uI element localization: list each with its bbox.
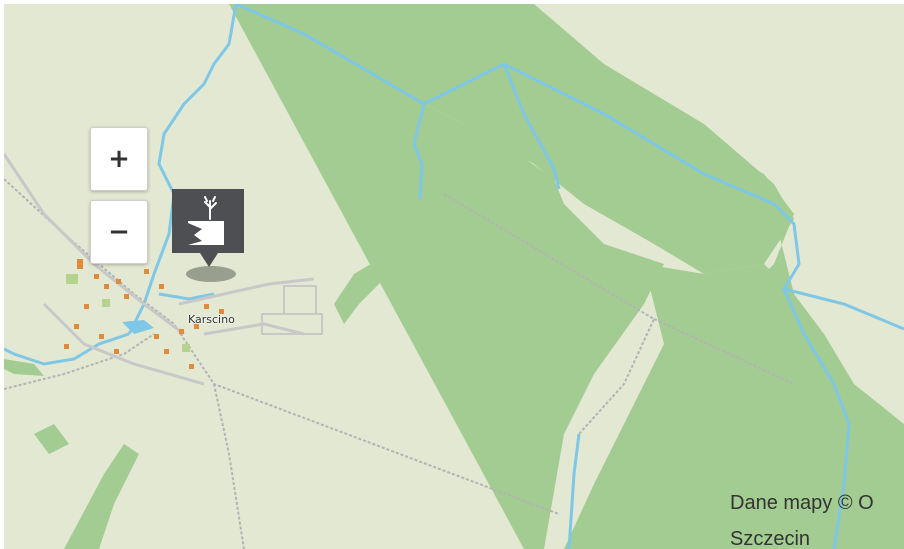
roads: [4, 153, 315, 386]
pond: [122, 320, 154, 334]
forest-patch-4: [809, 456, 842, 474]
map-attribution: Dane mapy © O Szczecin: [730, 485, 904, 549]
buildings: [64, 259, 224, 369]
forest-patch-6: [4, 359, 44, 376]
map-tiles[interactable]: [4, 4, 904, 549]
tree-route-icon: [188, 196, 224, 245]
rivers: [4, 4, 904, 549]
forest-area-east: [564, 264, 904, 549]
map-viewport[interactable]: + − Karscino Dane mapy © O Szczecin: [4, 4, 904, 549]
map-marker[interactable]: [172, 189, 244, 253]
forest-patch-2: [559, 294, 589, 319]
marker-pointer: [200, 253, 218, 267]
fields: [66, 274, 190, 352]
place-label: Karscino: [188, 313, 235, 326]
settlement-outline: [261, 285, 323, 335]
forest-patch-5: [64, 444, 139, 549]
marker-shadow: [186, 266, 236, 282]
zoom-out-button[interactable]: −: [90, 200, 148, 264]
zoom-in-button[interactable]: +: [90, 127, 148, 191]
attribution-line-1: Dane mapy © O: [730, 492, 874, 514]
attribution-line-2: Szczecin: [730, 528, 811, 549]
forest-patch-3: [584, 274, 654, 286]
forest-patch-1: [334, 259, 399, 324]
forest-area-north: [229, 4, 794, 274]
forest-patch-7: [34, 424, 69, 454]
